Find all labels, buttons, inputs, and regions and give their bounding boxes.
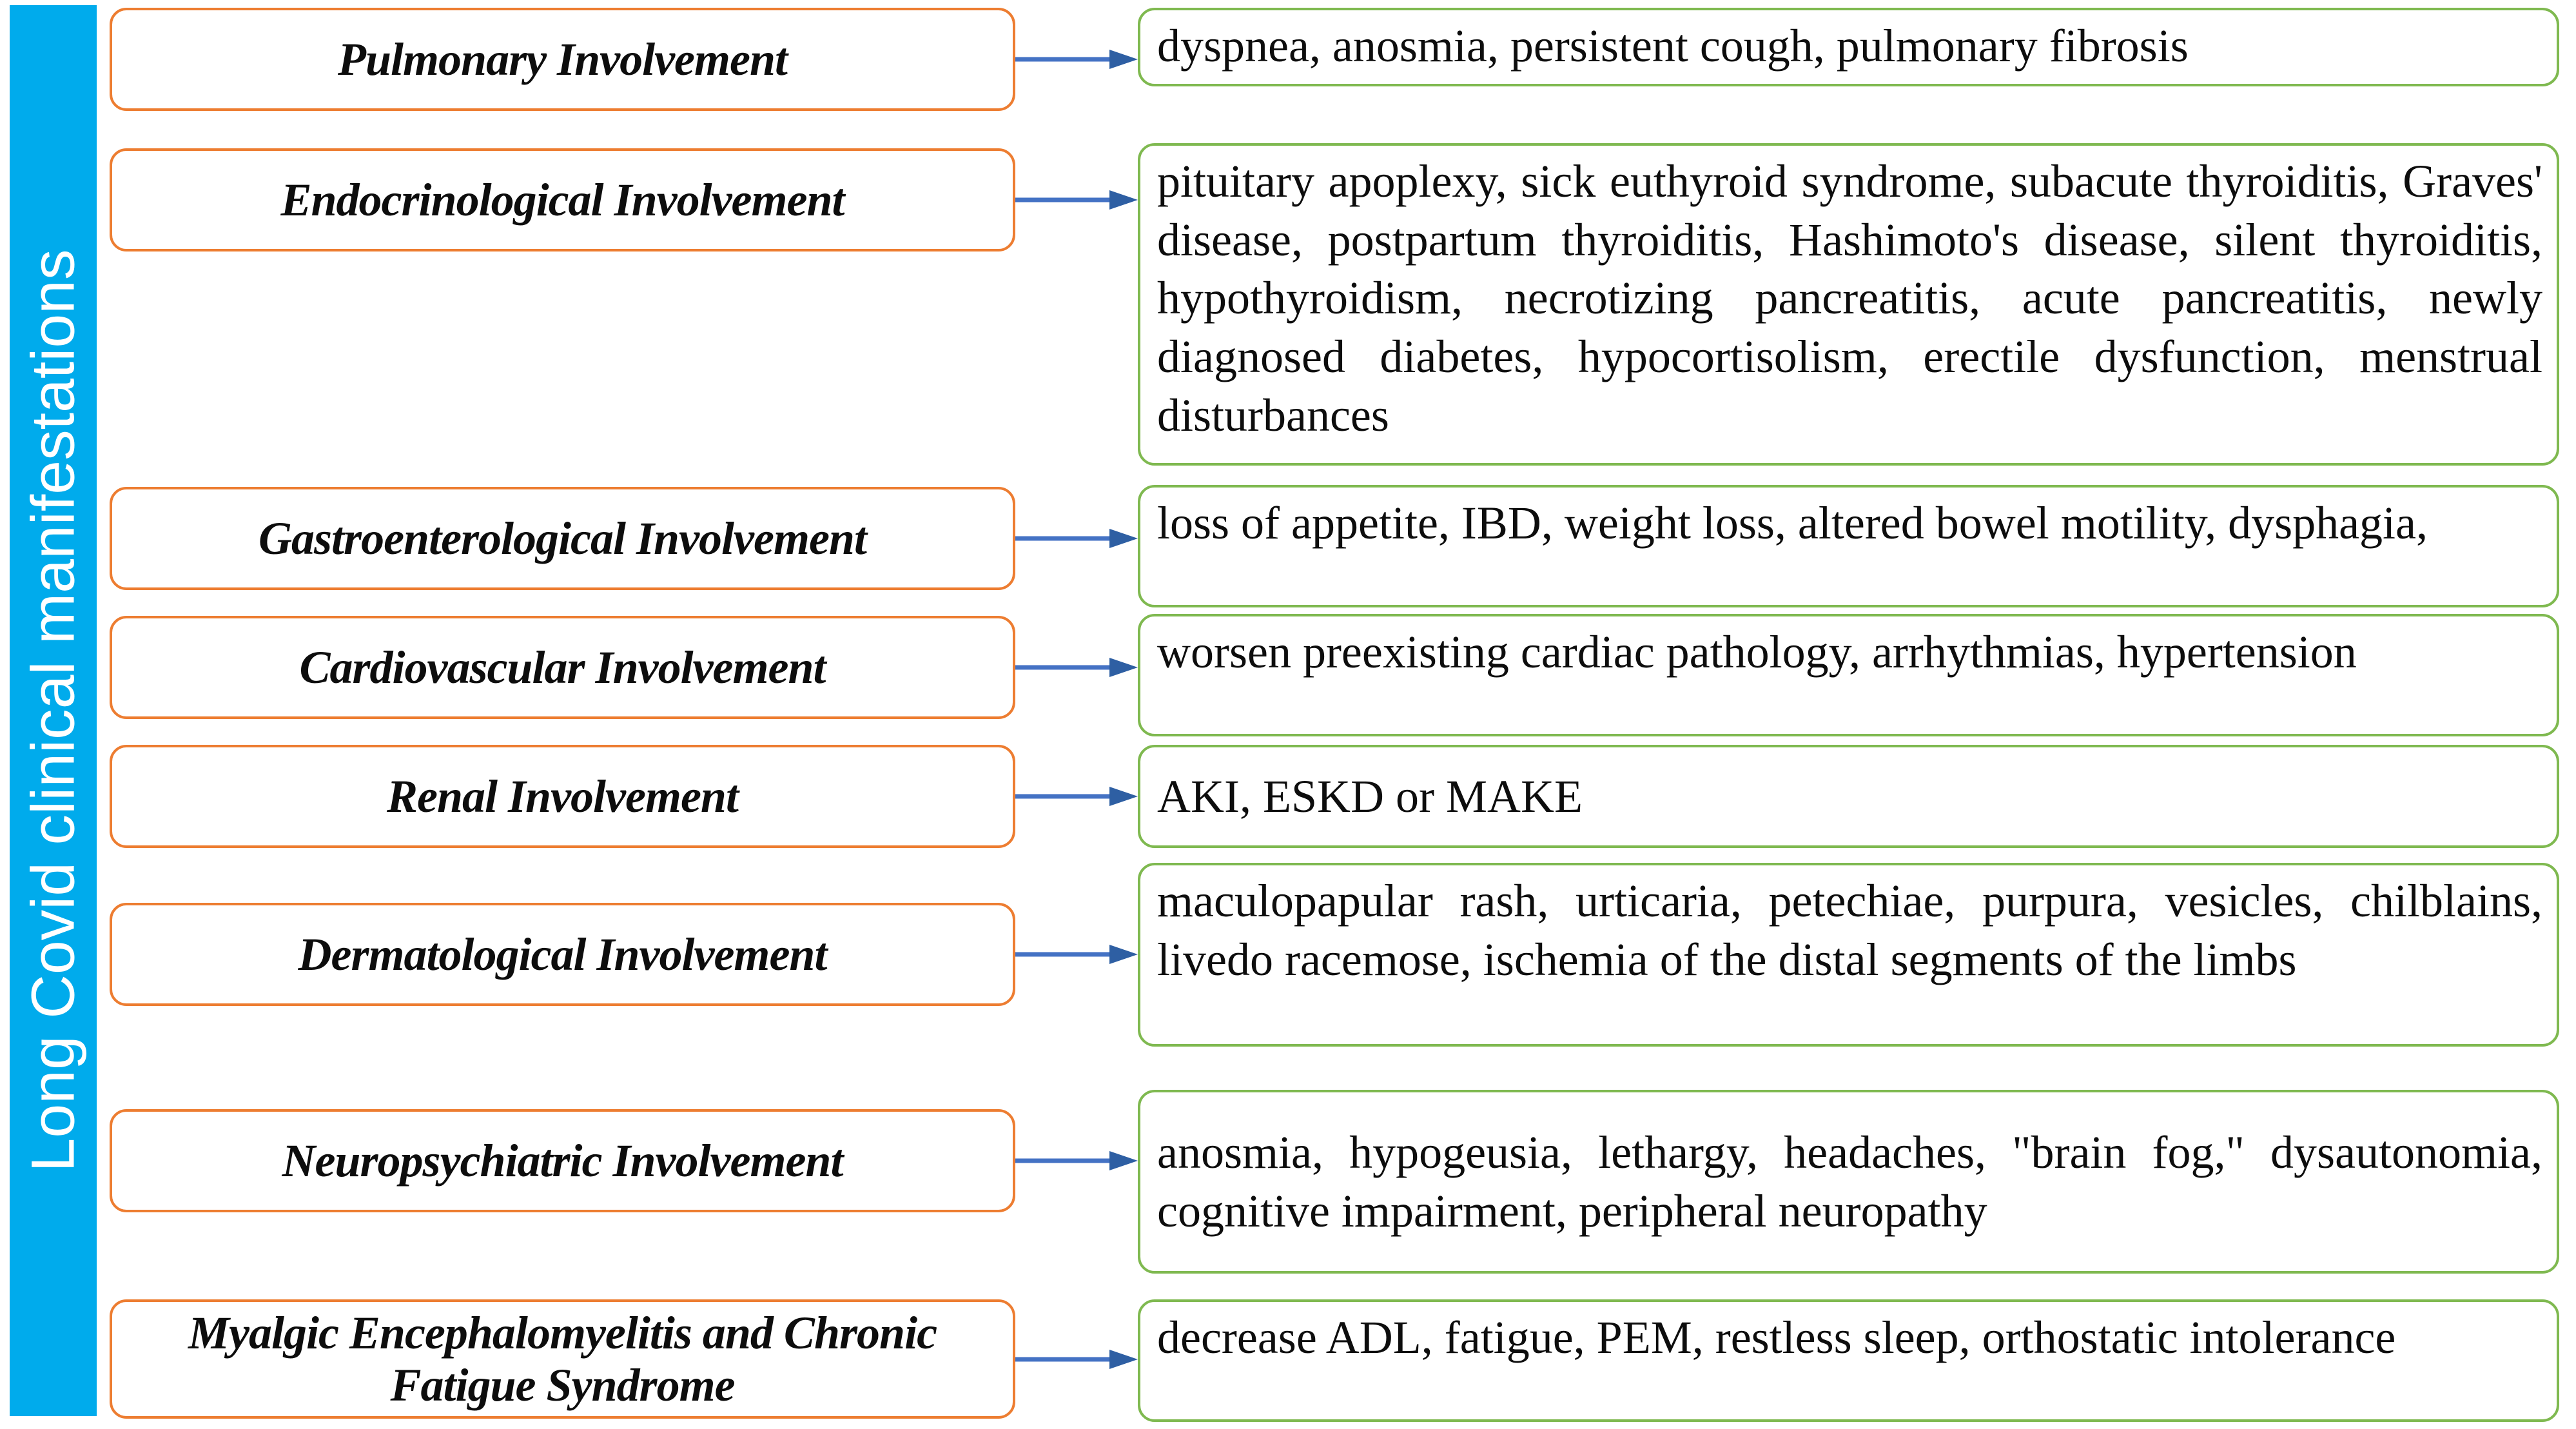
category-label-dermatological: Dermatological Involvement xyxy=(298,928,828,980)
category-box-me-cfs[interactable]: Myalgic Encephalomyelitis and Chronic Fa… xyxy=(110,1299,1015,1419)
category-box-neuropsychiatric[interactable]: Neuropsychiatric Involvement xyxy=(110,1109,1015,1212)
symptom-text-gastroenterological: loss of appetite, IBD, weight loss, alte… xyxy=(1157,497,2428,549)
category-label-cardiovascular: Cardiovascular Involvement xyxy=(299,641,826,693)
arrow-renal xyxy=(1015,787,1138,806)
symptom-box-gastroenterological[interactable]: loss of appetite, IBD, weight loss, alte… xyxy=(1138,485,2559,607)
arrow-endocrinological xyxy=(1015,190,1138,210)
category-box-pulmonary[interactable]: Pulmonary Involvement xyxy=(110,8,1015,111)
symptom-box-pulmonary[interactable]: dyspnea, anosmia, persistent cough, pulm… xyxy=(1138,8,2559,86)
category-box-gastroenterological[interactable]: Gastroenterological Involvement xyxy=(110,487,1015,590)
symptom-box-dermatological[interactable]: maculopapular rash, urticaria, petechiae… xyxy=(1138,863,2559,1047)
symptom-box-cardiovascular[interactable]: worsen preexisting cardiac pathology, ar… xyxy=(1138,614,2559,736)
arrow-dermatological xyxy=(1015,945,1138,964)
arrow-me-cfs xyxy=(1015,1350,1138,1369)
category-label-me-cfs: Myalgic Encephalomyelitis and Chronic Fa… xyxy=(188,1306,937,1411)
long-covid-banner: Long Covid clinical manifestations xyxy=(10,5,97,1416)
symptom-text-cardiovascular: worsen preexisting cardiac pathology, ar… xyxy=(1157,626,2357,678)
symptom-box-me-cfs[interactable]: decrease ADL, fatigue, PEM, restless sle… xyxy=(1138,1299,2559,1422)
arrow-gastroenterological xyxy=(1015,529,1138,548)
category-box-renal[interactable]: Renal Involvement xyxy=(110,745,1015,848)
symptom-text-endocrinological: pituitary apoplexy, sick euthyroid syndr… xyxy=(1157,155,2542,441)
symptom-box-renal[interactable]: AKI, ESKD or MAKE xyxy=(1138,745,2559,848)
symptom-text-renal: AKI, ESKD or MAKE xyxy=(1157,770,1583,822)
symptom-text-dermatological: maculopapular rash, urticaria, petechiae… xyxy=(1157,875,2542,985)
banner-title: Long Covid clinical manifestations xyxy=(19,249,87,1172)
symptom-text-neuropsychiatric: anosmia, hypogeusia, lethargy, headaches… xyxy=(1157,1126,2542,1237)
symptom-text-pulmonary: dyspnea, anosmia, persistent cough, pulm… xyxy=(1157,20,2189,72)
category-label-pulmonary: Pulmonary Involvement xyxy=(338,33,788,85)
symptom-text-me-cfs: decrease ADL, fatigue, PEM, restless sle… xyxy=(1157,1312,2396,1363)
arrow-cardiovascular xyxy=(1015,658,1138,677)
symptom-box-endocrinological[interactable]: pituitary apoplexy, sick euthyroid syndr… xyxy=(1138,143,2559,466)
category-box-cardiovascular[interactable]: Cardiovascular Involvement xyxy=(110,616,1015,719)
category-label-renal: Renal Involvement xyxy=(387,770,739,822)
arrow-neuropsychiatric xyxy=(1015,1151,1138,1170)
category-label-endocrinological: Endocrinological Involvement xyxy=(280,173,844,226)
category-box-endocrinological[interactable]: Endocrinological Involvement xyxy=(110,148,1015,251)
category-label-neuropsychiatric: Neuropsychiatric Involvement xyxy=(282,1134,844,1187)
symptom-box-neuropsychiatric[interactable]: anosmia, hypogeusia, lethargy, headaches… xyxy=(1138,1090,2559,1274)
category-box-dermatological[interactable]: Dermatological Involvement xyxy=(110,903,1015,1006)
arrow-pulmonary xyxy=(1015,50,1138,69)
category-label-gastroenterological: Gastroenterological Involvement xyxy=(259,512,867,564)
